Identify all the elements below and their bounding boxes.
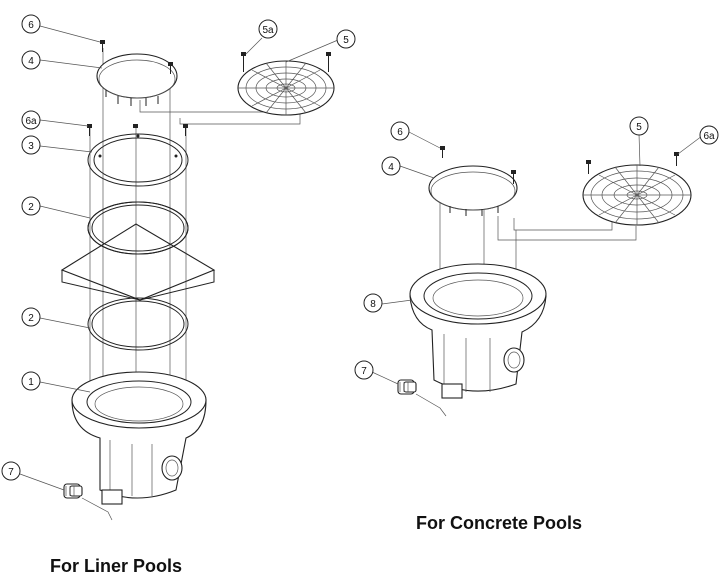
svg-text:6a: 6a (703, 131, 715, 142)
concrete-callout-6a: 6a (699, 125, 719, 145)
liner-callout-1: 1 (21, 371, 41, 391)
concrete-guide-lines (439, 196, 637, 300)
concrete-screw-6 (440, 146, 516, 184)
svg-text:2: 2 (28, 202, 34, 213)
concrete-grate (582, 164, 692, 226)
liner-main-body (71, 371, 207, 505)
liner-callout-4: 4 (21, 50, 41, 70)
svg-text:6: 6 (28, 20, 34, 31)
concrete-callout-6: 6 (390, 121, 410, 141)
concrete-callout-leaders (371, 131, 703, 385)
liner-guide-lines (89, 48, 301, 420)
concrete-callout-5: 5 (629, 116, 649, 136)
liner-ring-3 (87, 133, 189, 187)
concrete-main-body (409, 263, 547, 399)
svg-text:4: 4 (28, 56, 34, 67)
svg-text:5: 5 (343, 35, 349, 46)
liner-screw-6a (87, 124, 188, 136)
liner-screw-6 (100, 40, 173, 74)
concrete-pool-assembly: 6 4 5 6a 8 7 (354, 116, 719, 417)
caption-concrete-pools: For Concrete Pools (416, 513, 583, 533)
liner-callout-leaders (19, 25, 339, 491)
svg-text:8: 8 (370, 299, 376, 310)
svg-text:4: 4 (388, 162, 394, 173)
svg-text:7: 7 (8, 467, 14, 478)
liner-sheet (60, 201, 216, 301)
liner-callout-3: 3 (21, 135, 41, 155)
svg-text:1: 1 (28, 377, 34, 388)
concrete-callout-4: 4 (381, 156, 401, 176)
svg-text:6a: 6a (25, 116, 37, 127)
liner-gasket-2-lower (87, 297, 189, 351)
concrete-callout-8: 8 (363, 293, 383, 313)
svg-text:5: 5 (636, 122, 642, 133)
liner-cover-plate (96, 53, 178, 106)
svg-text:7: 7 (361, 366, 367, 377)
liner-callout-5: 5 (336, 29, 356, 49)
liner-callout-6a: 6a (21, 110, 41, 130)
liner-callout-2-lower: 2 (21, 307, 41, 327)
concrete-cover-plate (428, 165, 518, 216)
liner-callout-5a: 5a (258, 19, 278, 39)
caption-liner-pools: For Liner Pools (50, 556, 183, 576)
concrete-screw-6a (586, 152, 679, 174)
concrete-fitting-7 (397, 379, 447, 417)
liner-callout-2-upper: 2 (21, 196, 41, 216)
svg-text:6: 6 (397, 127, 403, 138)
liner-callout-6: 6 (21, 14, 41, 34)
svg-text:3: 3 (28, 141, 34, 152)
liner-fitting-7 (63, 483, 113, 521)
svg-text:5a: 5a (262, 25, 274, 36)
liner-screw-5a (241, 52, 331, 72)
liner-grate (237, 60, 335, 116)
svg-text:2: 2 (28, 313, 34, 324)
liner-pool-assembly: 6 4 5a 5 6a 3 2 2 (1, 14, 356, 521)
liner-callout-7: 7 (1, 461, 21, 481)
concrete-callout-7: 7 (354, 360, 374, 380)
